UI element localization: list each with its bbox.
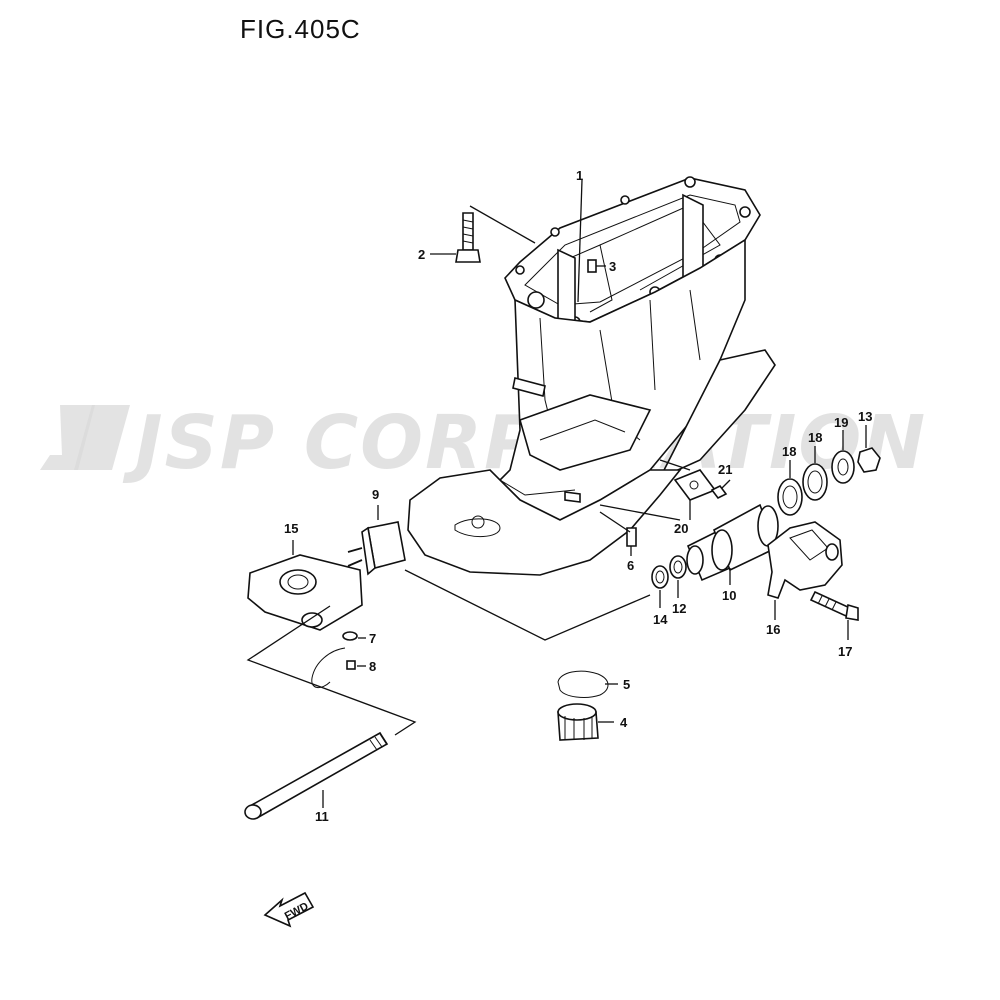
part-5-gasket [557, 670, 618, 698]
callouts: 1 2 3 4 5 6 7 8 9 10 11 12 13 14 15 16 1… [284, 168, 872, 824]
figure-title: FIG.405C [240, 14, 361, 44]
part-4-rubber [557, 703, 614, 741]
callout-5: 5 [623, 677, 630, 692]
callout-18b: 18 [808, 430, 822, 445]
part-14-washer [651, 565, 669, 608]
part-9-pickup [347, 505, 406, 576]
part-12-washer [669, 555, 687, 598]
callout-2: 2 [418, 247, 425, 262]
driveshaft-housing [407, 176, 776, 576]
part-16-clamp [767, 521, 843, 620]
callout-20: 20 [674, 521, 688, 536]
callout-3: 3 [609, 259, 616, 274]
part-17-bolt [809, 590, 859, 640]
callout-16: 16 [766, 622, 780, 637]
part-10-bushing [686, 503, 779, 585]
part-2-bolt [430, 212, 481, 263]
part-11-stud [244, 731, 389, 820]
callout-9: 9 [372, 487, 379, 502]
callout-1: 1 [576, 168, 583, 183]
callout-7: 7 [369, 631, 376, 646]
callout-6: 6 [627, 558, 634, 573]
part-21-screw [710, 479, 731, 500]
callout-13: 13 [858, 409, 872, 424]
part-8-screw-wire [311, 647, 366, 688]
callout-14: 14 [653, 612, 668, 627]
callout-4: 4 [620, 715, 628, 730]
part-18-washer-a [777, 460, 803, 516]
leader-lines [246, 179, 691, 736]
part-19-washer [831, 430, 855, 484]
callout-10: 10 [722, 588, 736, 603]
callout-21: 21 [718, 462, 732, 477]
part-6-screw [626, 527, 637, 556]
callout-12: 12 [672, 601, 686, 616]
callout-17: 17 [838, 644, 852, 659]
part-7-grommet [342, 631, 366, 641]
part-18-washer-b [802, 446, 828, 501]
callout-18a: 18 [782, 444, 796, 459]
fwd-arrow-icon: FWD [263, 891, 315, 928]
callout-19: 19 [834, 415, 848, 430]
callout-8: 8 [369, 659, 376, 674]
callout-15: 15 [284, 521, 298, 536]
part-15-bracket [247, 540, 363, 631]
part-13-nut [857, 425, 881, 473]
callout-11: 11 [315, 809, 329, 824]
part-3-dowel [587, 259, 606, 273]
